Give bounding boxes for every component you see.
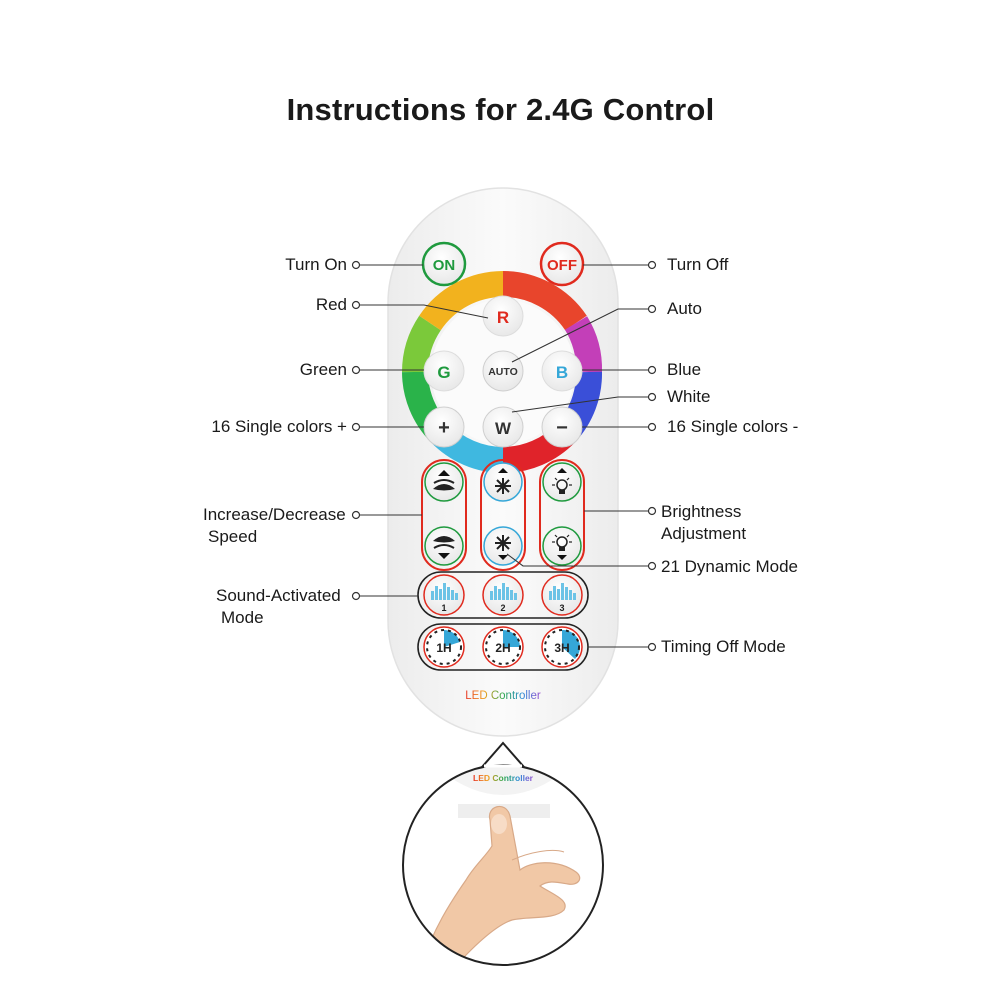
off-button-label: OFF bbox=[547, 257, 577, 274]
white-button-label: W bbox=[495, 419, 512, 438]
label-turn-on: Turn On bbox=[285, 255, 347, 274]
label-brightness-line1: Brightness bbox=[661, 502, 742, 521]
white-button[interactable]: W bbox=[482, 406, 524, 448]
label-sound-line1: Sound-Activated bbox=[216, 586, 341, 605]
timer-3h-label: 3H bbox=[554, 641, 569, 655]
label-dynamic-mode: 21 Dynamic Mode bbox=[661, 557, 799, 576]
timer-2h-label: 2H bbox=[495, 641, 510, 655]
minus-button[interactable]: − bbox=[541, 406, 583, 448]
green-button-label: G bbox=[437, 363, 450, 382]
label-red: Red bbox=[315, 295, 347, 314]
label-speed-line2: Speed bbox=[208, 527, 258, 546]
mode-up-icon bbox=[495, 468, 511, 494]
label-turn-off: Turn Off bbox=[667, 255, 729, 274]
label-timing-off: Timing Off Mode bbox=[661, 637, 786, 656]
sound-1-label: 1 bbox=[441, 603, 446, 613]
timer-1h-label: 1H bbox=[436, 641, 451, 655]
sound-2-button[interactable]: 2 bbox=[482, 574, 524, 616]
equalizer-icon bbox=[490, 583, 517, 600]
label-blue: Blue bbox=[667, 360, 702, 379]
sound-2-label: 2 bbox=[500, 603, 505, 613]
speed-down-icon bbox=[433, 536, 455, 559]
speed-up-icon bbox=[433, 470, 455, 491]
label-auto: Auto bbox=[667, 299, 702, 318]
timer-1h-button[interactable]: 1H bbox=[423, 626, 465, 668]
off-button[interactable]: OFF bbox=[539, 241, 585, 287]
label-brightness-line2: Adjustment bbox=[661, 524, 747, 543]
red-button-label: R bbox=[497, 308, 509, 327]
sound-row-frame bbox=[417, 571, 589, 619]
sound-1-button[interactable]: 1 bbox=[423, 574, 465, 616]
equalizer-icon bbox=[431, 583, 458, 600]
label-single-minus: 16 Single colors - bbox=[667, 417, 799, 436]
sound-3-label: 3 bbox=[559, 603, 564, 613]
page-title: Instructions for 2.4G Control bbox=[286, 92, 715, 127]
callout-dots bbox=[351, 260, 657, 652]
blue-button-label: B bbox=[556, 363, 568, 382]
inset-magnifier: LED Controller bbox=[402, 741, 604, 966]
auto-button[interactable]: AUTO bbox=[482, 350, 524, 392]
remote-brand-label: LED Controller bbox=[465, 690, 541, 702]
label-sound-line2: Mode bbox=[221, 608, 264, 627]
clock-icon bbox=[562, 629, 580, 659]
hand-illustration bbox=[419, 805, 581, 965]
label-white: White bbox=[667, 387, 711, 406]
red-button[interactable]: R bbox=[482, 295, 524, 337]
on-button[interactable]: ON bbox=[421, 241, 467, 287]
brightness-down-icon bbox=[552, 534, 572, 560]
timer-2h-button[interactable]: 2H bbox=[482, 626, 524, 668]
clock-icon bbox=[444, 630, 460, 647]
callout-lines bbox=[360, 264, 648, 648]
sound-3-button[interactable]: 3 bbox=[541, 574, 583, 616]
equalizer-icon bbox=[549, 583, 576, 600]
label-green: Green bbox=[299, 360, 347, 379]
plus-button[interactable]: + bbox=[423, 406, 465, 448]
label-speed-line1: Increase/Decrease bbox=[203, 505, 346, 524]
auto-button-label: AUTO bbox=[488, 366, 518, 378]
brightness-up-icon bbox=[552, 468, 572, 494]
timer-3h-button[interactable]: 3H bbox=[541, 626, 583, 668]
blue-button[interactable]: B bbox=[541, 350, 583, 392]
minus-button-label: − bbox=[556, 417, 568, 439]
plus-button-label: + bbox=[438, 417, 450, 439]
mode-down-icon bbox=[495, 535, 511, 560]
green-button[interactable]: G bbox=[423, 350, 465, 392]
brightness-rocker[interactable] bbox=[539, 459, 585, 571]
clock-icon bbox=[503, 630, 520, 647]
on-button-label: ON bbox=[433, 257, 456, 274]
inset-brand-label: LED Controller bbox=[473, 773, 534, 783]
label-single-plus: 16 Single colors + bbox=[211, 417, 347, 436]
